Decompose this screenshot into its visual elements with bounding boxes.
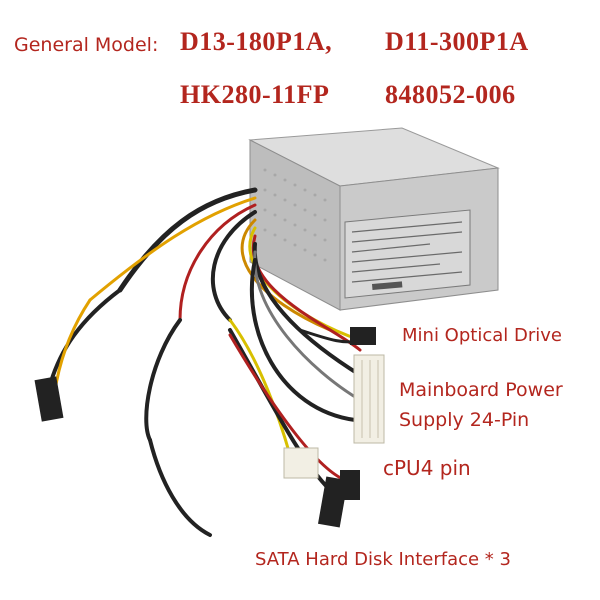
cpu-4pin-connector — [283, 447, 319, 479]
psu-unit — [248, 127, 500, 311]
mainboard-24pin-connector — [353, 354, 385, 444]
sata-interface-label: SATA Hard Disk Interface * 3 — [255, 549, 511, 570]
sata-connector-1 — [34, 376, 64, 422]
connectors — [34, 327, 385, 528]
model-number-3: HK280-11FP — [180, 80, 330, 109]
optical-drive-connector — [350, 327, 376, 345]
mainboard-power-label-line1: Mainboard Power — [399, 379, 563, 401]
model-number-2: D11-300P1A — [385, 27, 529, 56]
model-number-1: D13-180P1A, — [180, 27, 333, 56]
general-model-label: General Model: — [14, 34, 159, 56]
sata-connector-3 — [340, 470, 360, 500]
mainboard-power-label-line2: Supply 24-Pin — [399, 409, 530, 431]
optical-drive-label: Mini Optical Drive — [402, 325, 562, 346]
model-number-4: 848052-006 — [385, 80, 516, 109]
cpu-4pin-label: cPU4 pin — [383, 456, 471, 480]
